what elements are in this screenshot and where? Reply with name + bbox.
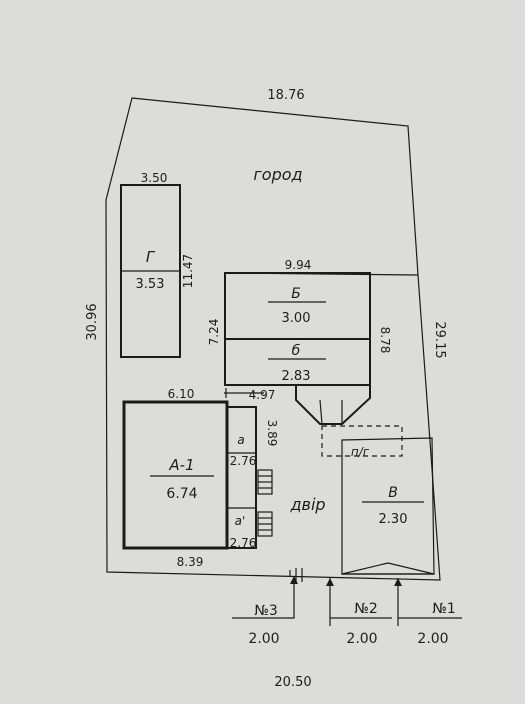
- garage-length: 11.47: [181, 254, 195, 288]
- gate-2-arrowhead: [326, 578, 334, 586]
- garden-label: город: [253, 165, 302, 184]
- barn-porch-inner: [319, 399, 323, 425]
- veranda-strip: [226, 406, 257, 549]
- gate-3-marker: [289, 568, 303, 582]
- shed-area: 2.30: [379, 512, 408, 527]
- gate-3-label: №3: [254, 603, 277, 619]
- gate-2-label: №2: [354, 601, 377, 617]
- shed-nz-label: п/г: [351, 445, 370, 459]
- stairs-top: [257, 469, 273, 495]
- gate-3-value: 2.00: [248, 631, 279, 647]
- barn-sub-area: 2.83: [282, 369, 311, 384]
- gate-3-arrowhead: [290, 576, 298, 584]
- gate-3-leader: [232, 576, 295, 619]
- house-area: 6.74: [166, 486, 197, 502]
- barn-porch: [295, 384, 371, 425]
- stairs-bottom: [257, 511, 273, 537]
- gate-1-value: 2.00: [417, 631, 448, 647]
- barn-width: 9.94: [285, 258, 312, 272]
- barn-depth-right: 8.78: [378, 327, 392, 354]
- lot-top-dim: 18.76: [267, 88, 304, 103]
- yard-label: двір: [289, 495, 325, 514]
- garage-name: Г: [146, 248, 156, 266]
- house-ext-dim: 4.97: [249, 388, 276, 402]
- lot-right-dim: 29.15: [432, 321, 447, 358]
- house-name: А-1: [168, 456, 194, 474]
- shed-roof: [341, 562, 435, 575]
- veranda-bottom-area: 2.76: [230, 536, 257, 550]
- garage-area: 3.53: [136, 277, 165, 292]
- veranda-top-name: а: [237, 433, 244, 447]
- house-top-dim: 6.10: [168, 387, 195, 401]
- gate-2-value: 2.00: [346, 631, 377, 647]
- veranda-bottom-name: а': [235, 514, 246, 528]
- barn-name: Б: [291, 286, 301, 302]
- gate-1-label: №1: [432, 601, 455, 617]
- lot-bottom-dim: 20.50: [274, 675, 311, 690]
- garage-width: 3.50: [141, 171, 168, 185]
- gate-1-arrowhead: [394, 578, 402, 586]
- porch-height: 3.89: [265, 420, 279, 447]
- shed-nz-box: [321, 425, 403, 457]
- house-outline: [122, 400, 229, 550]
- house-bottom-dim: 8.39: [177, 555, 204, 569]
- shed-name: В: [388, 485, 398, 501]
- lot-boundary: [105, 97, 441, 581]
- barn-area: 3.00: [282, 311, 311, 326]
- lot-left-dim: 30.96: [85, 303, 100, 340]
- barn-depth-left: 7.24: [207, 319, 221, 346]
- barn-sub-name: б: [292, 343, 301, 359]
- veranda-top-area: 2.76: [230, 454, 257, 468]
